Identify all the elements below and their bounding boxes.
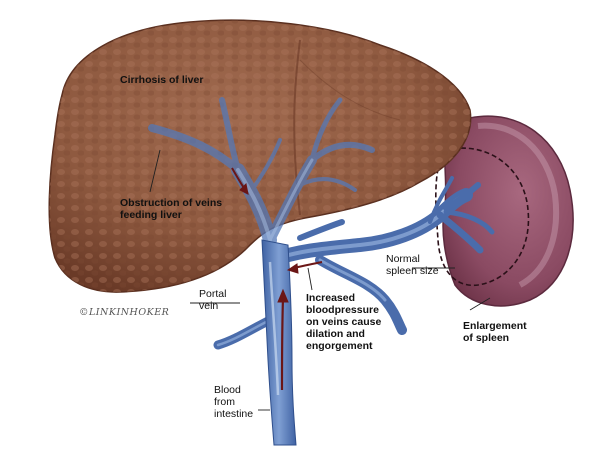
label-cirrhosis-of-liver: Cirrhosis of liver — [120, 74, 204, 86]
label-blood-from-intestine: Blood from intestine — [214, 384, 254, 420]
label-increased-bloodpressure: Increased bloodpressure on veins cause d… — [306, 292, 382, 352]
normal-spleen-outline — [435, 147, 530, 287]
flow-arrows — [231, 167, 323, 391]
portal-vein-trunk — [261, 239, 297, 446]
leader-lines — [149, 149, 491, 411]
spleen — [435, 115, 574, 307]
artist-signature: ©LINKINHOKER — [79, 307, 170, 318]
label-enlargement-of-spleen: Enlargement of spleen — [463, 320, 527, 344]
label-obstruction-of-veins: Obstruction of veins feeding liver — [120, 197, 223, 221]
splenic-vein — [265, 176, 495, 335]
hepatic-vein-branches — [148, 97, 375, 247]
label-portal-vein: Portal vein — [199, 288, 227, 312]
left-vein — [213, 315, 275, 350]
label-normal-spleen-size: Normal spleen size — [386, 253, 439, 277]
liver — [48, 19, 472, 293]
